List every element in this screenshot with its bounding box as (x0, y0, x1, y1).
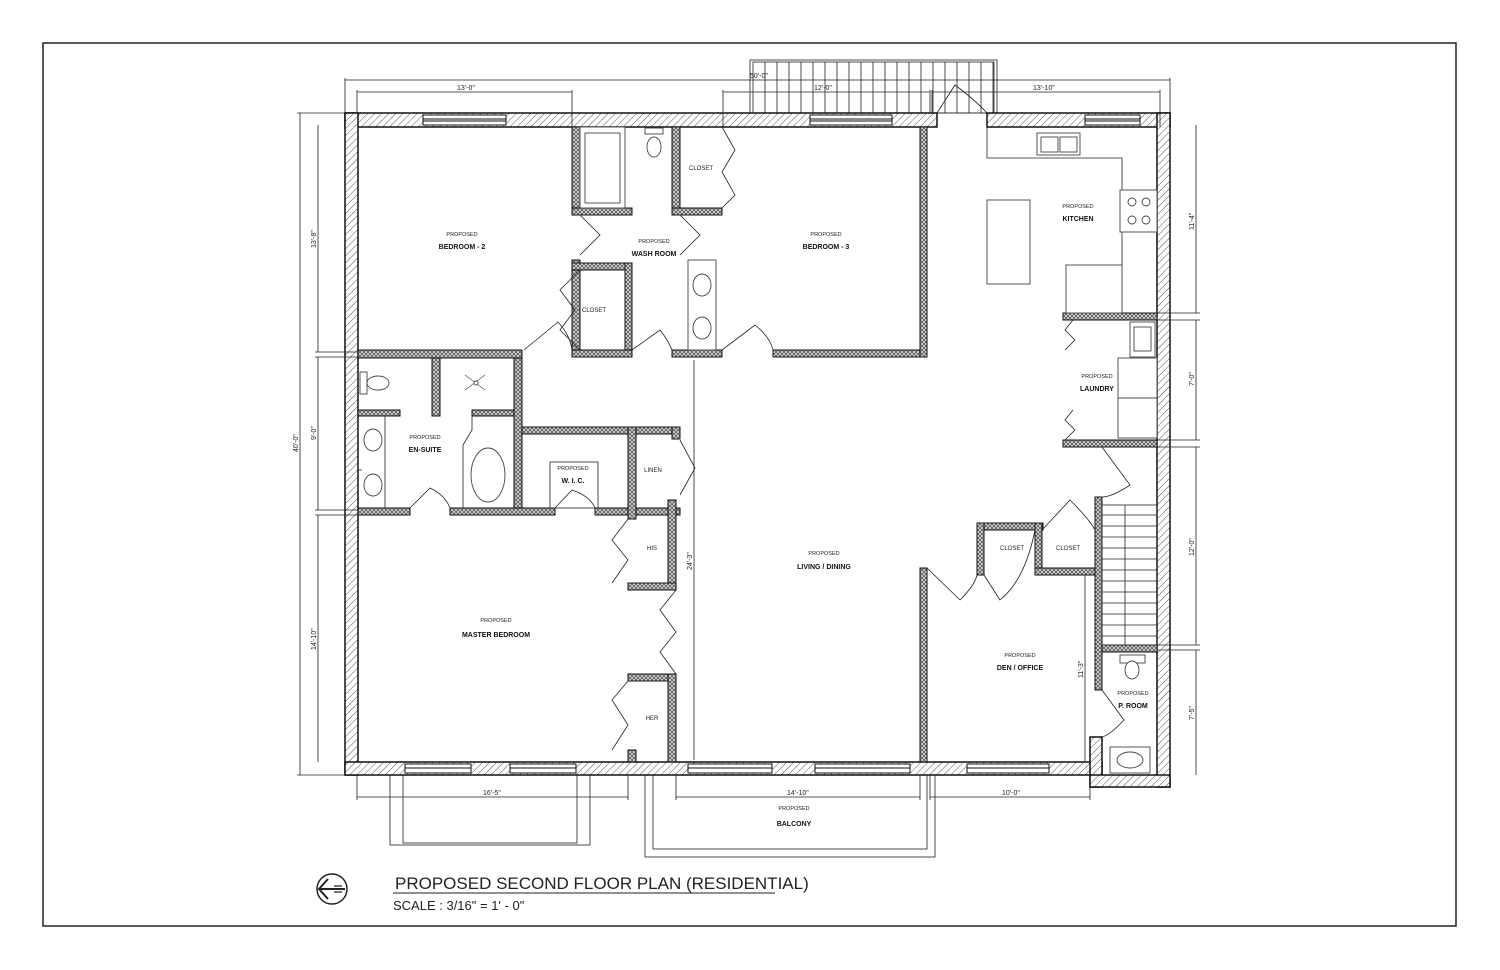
closet-label: CLOSET (689, 166, 713, 172)
closet-label: CLOSET (582, 308, 606, 314)
exterior-walls (344, 112, 1171, 788)
dim-top-mid: 12'-0" (814, 85, 832, 92)
svg-text:PROPOSED: PROPOSED (778, 806, 809, 812)
balcony-main (644, 774, 936, 858)
svg-text:W. I. C.: W. I. C. (562, 478, 585, 485)
dim-overall-depth: 40'-0" (293, 434, 300, 452)
dim-living-depth: 24'-3" (687, 552, 694, 570)
drawing-title: PROPOSED SECOND FLOOR PLAN (RESIDENTIAL) (395, 874, 809, 893)
dim-bottom-right: 10'-0" (1002, 790, 1020, 797)
svg-text:PROPOSED: PROPOSED (409, 435, 440, 441)
svg-text:MASTER BEDROOM: MASTER BEDROOM (462, 632, 530, 639)
sink-icon (363, 428, 383, 452)
exterior-stairs-top (749, 59, 998, 114)
dim-right-3: 12'-0" (1189, 538, 1196, 556)
svg-text:PROPOSED: PROPOSED (1117, 691, 1148, 697)
room-balcony: PROPOSED BALCONY (777, 806, 812, 828)
sink-icon (692, 273, 712, 297)
dim-bottom-left: 16'-5" (483, 790, 501, 797)
svg-text:PROPOSED: PROPOSED (446, 232, 477, 238)
fridge (1065, 264, 1123, 314)
svg-text:PROPOSED: PROPOSED (1062, 204, 1093, 210)
his-closet-label: HIS (647, 546, 657, 552)
svg-text:LAUNDRY: LAUNDRY (1080, 386, 1114, 393)
closet-label: CLOSET (1000, 546, 1024, 552)
fixtures (359, 126, 1158, 774)
bathtub-oval (470, 447, 506, 503)
room-bedroom-3: PROPOSED BEDROOM - 3 (803, 232, 850, 251)
room-kitchen: PROPOSED KITCHEN (1062, 204, 1093, 223)
svg-text:P. ROOM: P. ROOM (1118, 703, 1148, 710)
dim-left-3: 14'-10" (311, 628, 318, 650)
north-arrow-icon (316, 873, 348, 905)
dim-right-2: 7'-0" (1189, 372, 1196, 386)
room-living-dining: PROPOSED LIVING / DINING (797, 551, 851, 571)
dimension-labels: 50'-0" 13'-0" 12'-0" 13'-10" 40'-0" 13'-… (293, 73, 1196, 797)
svg-text:DEN / OFFICE: DEN / OFFICE (997, 665, 1044, 672)
dim-overall-width: 50'-0" (750, 73, 768, 80)
svg-text:PROPOSED: PROPOSED (480, 618, 511, 624)
toilet-icon (1124, 660, 1140, 680)
dim-right-4: 7'-5" (1189, 706, 1196, 720)
toilet-icon (366, 375, 390, 391)
dim-top-left: 13'-0" (457, 85, 475, 92)
svg-text:PROPOSED: PROPOSED (1004, 653, 1035, 659)
svg-text:PROPOSED: PROPOSED (808, 551, 839, 557)
dim-bottom-mid: 14'-10" (787, 790, 809, 797)
svg-text:PROPOSED: PROPOSED (638, 239, 669, 245)
svg-text:EN-SUITE: EN-SUITE (409, 447, 442, 454)
room-laundry: PROPOSED LAUNDRY (1080, 374, 1114, 393)
dim-right-1: 11'-4" (1189, 212, 1196, 230)
interior-stairs (1101, 504, 1158, 646)
interior-walls (357, 126, 1158, 763)
room-p-room: PROPOSED P. ROOM (1117, 691, 1148, 710)
dim-left-2: 9'-0" (311, 426, 318, 440)
svg-text:PROPOSED: PROPOSED (810, 232, 841, 238)
room-ensuite: PROPOSED EN-SUITE (409, 435, 442, 454)
svg-text:BEDROOM - 3: BEDROOM - 3 (803, 244, 850, 251)
linen-label: LINEN (644, 468, 662, 474)
drawing-scale: SCALE : 3/16" = 1' - 0" (393, 898, 525, 913)
closet-label: CLOSET (1056, 546, 1080, 552)
room-washroom: PROPOSED WASH ROOM (632, 239, 677, 258)
room-master-bedroom: PROPOSED MASTER BEDROOM (462, 618, 530, 639)
svg-text:PROPOSED: PROPOSED (1081, 374, 1112, 380)
sheet-border (42, 42, 1457, 927)
dim-den-depth: 11'-3" (1078, 660, 1085, 678)
doors (358, 84, 1131, 738)
stove-icon (1119, 189, 1158, 233)
dimension-lines (297, 78, 1200, 800)
svg-text:LIVING / DINING: LIVING / DINING (797, 564, 851, 571)
bifold-doors (559, 126, 1076, 751)
svg-text:PROPOSED: PROPOSED (557, 466, 588, 472)
room-bedroom-2: PROPOSED BEDROOM - 2 (439, 232, 486, 251)
svg-text:BALCONY: BALCONY (777, 821, 812, 828)
svg-text:WASH ROOM: WASH ROOM (632, 251, 677, 258)
dim-top-right: 13'-10" (1033, 85, 1055, 92)
room-den-office: PROPOSED DEN / OFFICE (997, 653, 1044, 672)
balcony-left (389, 774, 591, 846)
svg-text:BEDROOM - 2: BEDROOM - 2 (439, 244, 486, 251)
her-closet-label: HER (646, 716, 659, 722)
svg-text:KITCHEN: KITCHEN (1062, 216, 1093, 223)
room-labels: PROPOSED BEDROOM - 2 PROPOSED WASH ROOM PR… (409, 166, 1149, 828)
windows (404, 114, 1141, 774)
room-wic: PROPOSED W. I. C. (557, 466, 588, 485)
kitchen-island (986, 199, 1031, 285)
dim-left-1: 13'-8" (311, 230, 318, 248)
toilet-icon (646, 136, 662, 158)
